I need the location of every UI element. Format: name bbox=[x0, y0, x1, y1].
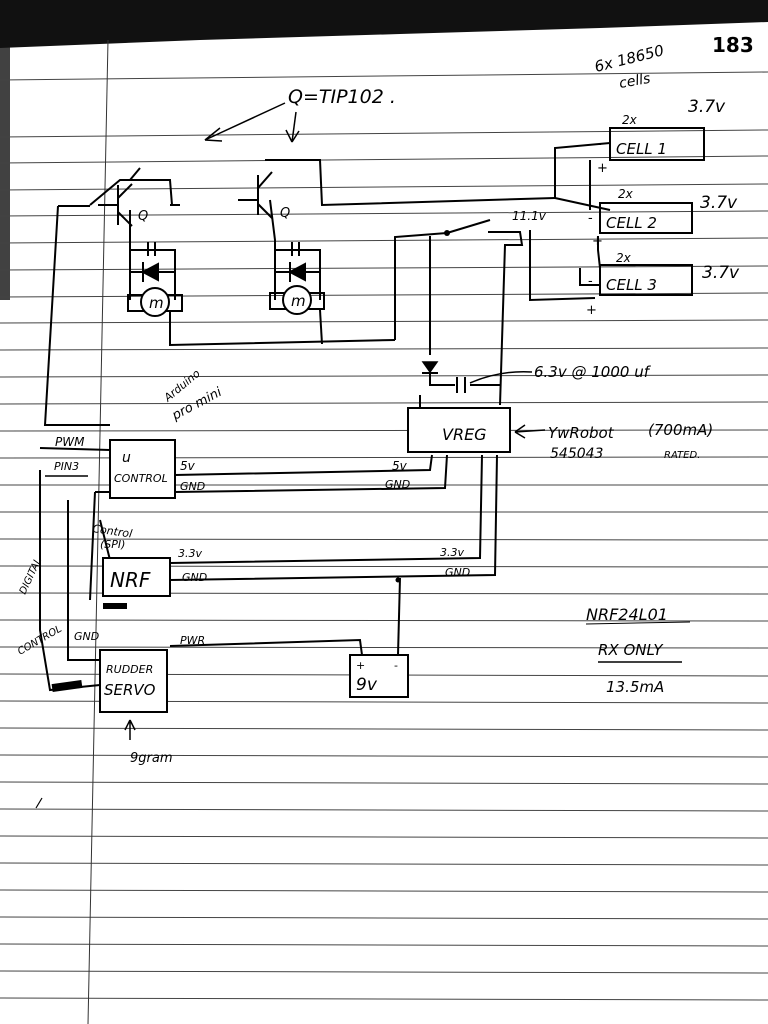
cell-2-count: 2x bbox=[618, 187, 634, 201]
mcu-5v: 5v bbox=[180, 459, 196, 473]
motor1-snubber bbox=[130, 242, 175, 282]
cell-2-voltage: 3.7v bbox=[700, 193, 738, 213]
stray-mark bbox=[35, 797, 43, 809]
motor2-label: m bbox=[291, 292, 306, 310]
vreg-3v3: 3.3v bbox=[440, 546, 464, 559]
nrf-3v3: 3.3v bbox=[178, 547, 202, 560]
battery-9v-minus: - bbox=[394, 659, 398, 672]
vreg-part: 545043 bbox=[550, 446, 603, 462]
transistor-note-arrows bbox=[204, 102, 300, 143]
mcu-pwm: PWM bbox=[55, 435, 85, 449]
cell-1-count: 2x bbox=[622, 113, 638, 127]
nrf-note-2: RX ONLY bbox=[598, 641, 664, 659]
switch-contact bbox=[444, 230, 450, 236]
nrf-box bbox=[102, 557, 171, 597]
cell-1-minus: - bbox=[597, 137, 602, 152]
battery-note-line1: 6x 18650 bbox=[593, 41, 666, 76]
vreg-rated: RATED. bbox=[664, 450, 700, 461]
mcu-box bbox=[109, 439, 176, 499]
vreg-capacitor bbox=[456, 377, 466, 393]
servo-gnd: GND bbox=[74, 630, 99, 643]
cell-1-plus: + bbox=[597, 161, 608, 176]
nrf-note-1: NRF24L01 bbox=[586, 605, 668, 624]
battery-9v-plus: + bbox=[356, 659, 365, 672]
transistor-q2 bbox=[238, 171, 273, 219]
nrf-scribble bbox=[103, 603, 127, 609]
nrf-note-1-underline bbox=[585, 621, 691, 625]
capacitor-note-pointer bbox=[469, 370, 533, 384]
nrf-control-2: (SPI) bbox=[100, 538, 125, 551]
vreg-label: VREG bbox=[442, 425, 487, 444]
nrf-label: NRF bbox=[110, 568, 151, 592]
mcu-label-2: CONTROL bbox=[114, 472, 168, 485]
ground-junction bbox=[395, 577, 401, 583]
vreg-current: (700mA) bbox=[648, 421, 713, 439]
battery-9v-label: 9v bbox=[356, 675, 378, 695]
ruled-lines bbox=[0, 71, 768, 1001]
cell-3-voltage: 3.7v bbox=[702, 263, 740, 283]
servo-pwr: PWR bbox=[180, 634, 205, 647]
cell-2-plus: + bbox=[592, 234, 603, 249]
cell-2: CELL 2 2x 3.7v - + bbox=[588, 187, 738, 249]
pack-voltage: 11.1v bbox=[512, 209, 547, 223]
motor1-label: m bbox=[149, 294, 164, 312]
vreg-maker: YwRobot bbox=[548, 424, 615, 442]
mcu-label: u bbox=[122, 450, 131, 466]
cell-1-voltage: 3.7v bbox=[688, 97, 726, 117]
vreg-pointer bbox=[514, 424, 546, 439]
cell-3-plus: + bbox=[586, 303, 597, 318]
battery-9v-box bbox=[349, 654, 409, 698]
photo-dark-edge bbox=[0, 0, 768, 48]
capacitor-note: 6.3v @ 1000 uf bbox=[534, 363, 652, 381]
cell-2-minus: - bbox=[588, 211, 593, 226]
transistor-q2-label: Q bbox=[280, 206, 290, 221]
cell-3-label: CELL 3 bbox=[606, 276, 657, 294]
servo-scribble bbox=[51, 679, 83, 693]
cell-1-label: CELL 1 bbox=[616, 140, 667, 158]
vreg-diode bbox=[421, 361, 439, 374]
servo-label-1: RUDDER bbox=[106, 663, 153, 676]
servo-weight: 9gram bbox=[130, 751, 173, 766]
motor2: m bbox=[269, 285, 325, 315]
servo-label-2: SERVO bbox=[104, 681, 156, 699]
photo-left-edge bbox=[0, 0, 10, 300]
nrf-note-3: 13.5mA bbox=[606, 678, 664, 696]
transistor-q1-label: Q bbox=[138, 209, 148, 224]
cell-3-minus: - bbox=[588, 274, 593, 289]
battery-note-line2: cells bbox=[618, 71, 652, 92]
motor1: m bbox=[127, 287, 183, 317]
nrf-control-1: Control bbox=[92, 522, 133, 540]
motor2-snubber bbox=[275, 242, 320, 282]
transistor-note: Q=TIP102 . bbox=[288, 86, 396, 108]
vreg-gnd-2: GND bbox=[445, 566, 470, 579]
servo-weight-arrow bbox=[124, 719, 136, 740]
mcu-pin: PIN3 bbox=[54, 460, 79, 473]
servo-box bbox=[99, 649, 168, 713]
cell-2-label: CELL 2 bbox=[606, 214, 657, 232]
cell-1: CELL 1 2x 3.7v - + bbox=[597, 97, 726, 176]
cell-3-count: 2x bbox=[616, 251, 632, 265]
transistor-q1 bbox=[98, 183, 133, 227]
vreg-box bbox=[407, 407, 511, 453]
page-number: 183 bbox=[712, 33, 754, 57]
mcu-gnd: GND bbox=[180, 480, 205, 493]
cell-3: CELL 3 2x 3.7v - + bbox=[586, 251, 740, 318]
vreg-gnd: GND bbox=[385, 478, 410, 491]
vreg-5v: 5v bbox=[392, 459, 408, 473]
nrf-gnd: GND bbox=[182, 571, 207, 584]
